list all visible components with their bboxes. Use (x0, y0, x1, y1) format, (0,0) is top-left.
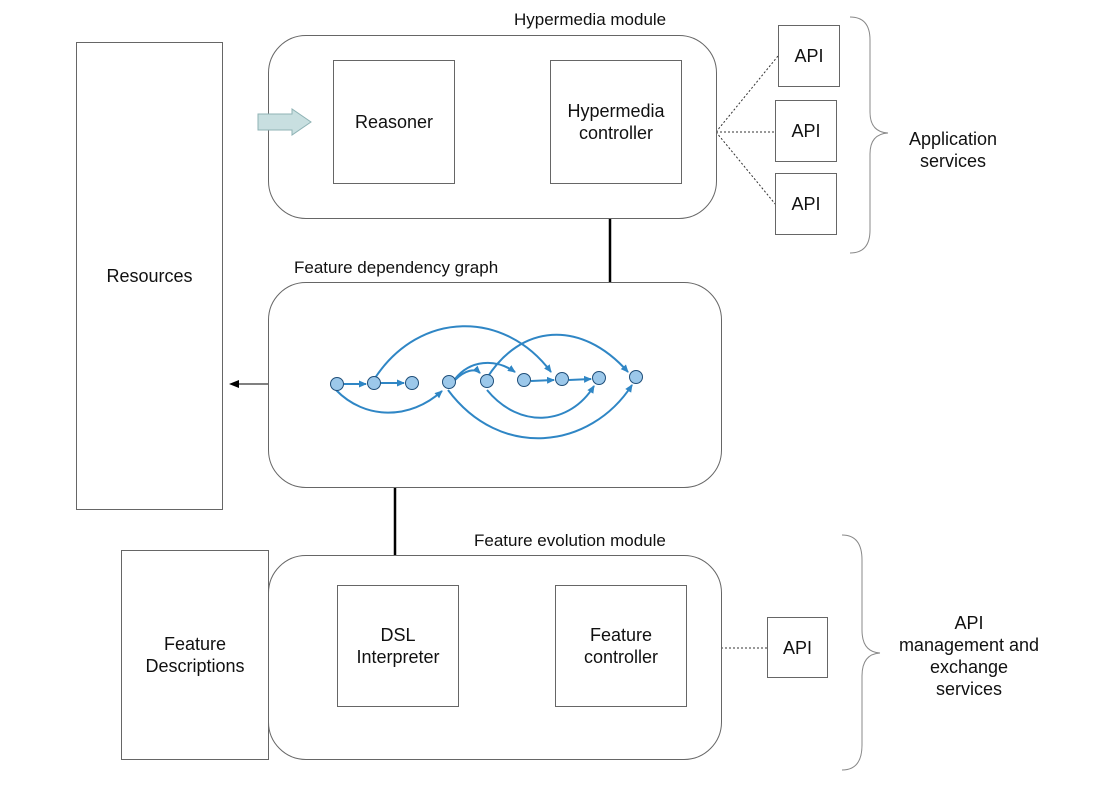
api-box-1: API (778, 25, 840, 87)
graph-edge (486, 333, 629, 379)
api-box-bottom: API (767, 617, 828, 678)
graph-node (480, 374, 494, 388)
hypermedia-controller-box: Hypermedia controller (550, 60, 682, 184)
api-box-3: API (775, 173, 837, 235)
graph-edge (374, 325, 552, 379)
api-label-2: API (791, 121, 821, 141)
api-box-2: API (775, 100, 837, 162)
input-arrow-shape (257, 108, 312, 136)
feature-descriptions-box: Feature Descriptions (121, 550, 269, 760)
graph-edge (447, 384, 633, 440)
api-label-bottom: API (782, 637, 812, 658)
graph-edge (568, 375, 592, 383)
feature-graph-title: Feature dependency graph (294, 258, 499, 277)
graph-edge (486, 385, 595, 419)
graph-node (592, 371, 606, 385)
hypermedia-module-title: Hypermedia module (514, 10, 667, 29)
graph-node (442, 375, 456, 389)
feature-controller-box: Feature controller (555, 585, 687, 707)
api-label-3: API (791, 194, 821, 214)
reasoner-label: Reasoner (354, 112, 434, 132)
reasoner-box: Reasoner (333, 60, 455, 184)
hypermedia-controller-label: Hypermedia controller (567, 101, 665, 143)
graph-node (367, 376, 381, 390)
graph-edge (454, 361, 516, 380)
api-management-label: API management and exchange services (898, 613, 1040, 699)
graph-edge (530, 376, 555, 384)
application-services-brace (849, 16, 889, 254)
graph-node (555, 372, 569, 386)
api-dotted-link-1 (715, 55, 779, 133)
resources-label: Resources (106, 266, 193, 286)
feature-controller-label: Feature controller (583, 625, 659, 667)
graph-edge (454, 365, 481, 381)
api-management-brace (841, 534, 881, 771)
graph-node (517, 373, 531, 387)
dsl-interpreter-box: DSL Interpreter (337, 585, 459, 707)
dsl-interpreter-label: DSL Interpreter (356, 625, 440, 667)
graph-node (629, 370, 643, 384)
graph-node (330, 377, 344, 391)
input-arrow-icon (257, 108, 312, 136)
feature-descriptions-label: Feature Descriptions (145, 634, 245, 676)
feature-evolution-module-title: Feature evolution module (474, 531, 666, 550)
application-services-label: Application services (908, 129, 998, 171)
graph-edge (335, 389, 443, 414)
api-label-1: API (794, 46, 824, 66)
resources-box: Resources (76, 42, 223, 510)
graph-node (405, 376, 419, 390)
